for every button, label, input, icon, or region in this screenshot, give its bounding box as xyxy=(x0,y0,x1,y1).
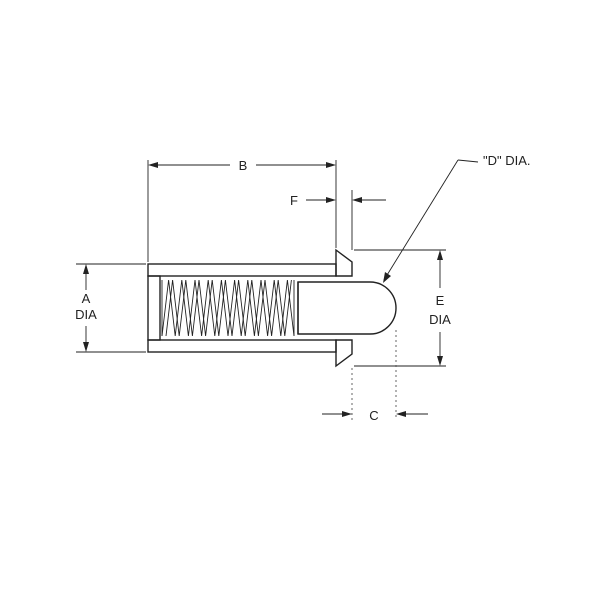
plunger-pin xyxy=(297,281,397,335)
dimension-a: A DIA xyxy=(75,264,97,352)
label-d-dia: "D" DIA. xyxy=(483,153,531,168)
spring-coil-back xyxy=(165,279,292,337)
body-top-wall xyxy=(147,263,337,277)
dimension-d: "D" DIA. xyxy=(383,153,531,283)
plunger-body xyxy=(147,248,353,368)
pin-outline xyxy=(297,281,397,335)
dimension-c: C xyxy=(322,408,428,423)
extension-lines xyxy=(76,160,446,420)
dimension-f: F xyxy=(290,193,386,208)
label-e-dia: DIA xyxy=(429,312,451,327)
label-e: E xyxy=(436,293,445,308)
spring-coil xyxy=(161,279,295,337)
body-bottom-wall xyxy=(147,339,337,353)
label-a-dia: DIA xyxy=(75,307,97,322)
body-back-end xyxy=(147,275,161,341)
label-c: C xyxy=(369,408,378,423)
flange-bottom xyxy=(335,339,353,368)
dimension-e: E DIA xyxy=(429,250,451,366)
label-a: A xyxy=(82,291,91,306)
label-b: B xyxy=(239,158,248,173)
spring xyxy=(161,279,295,337)
flange-top xyxy=(335,248,353,277)
dimension-b: B xyxy=(148,158,336,173)
label-f: F xyxy=(290,193,298,208)
